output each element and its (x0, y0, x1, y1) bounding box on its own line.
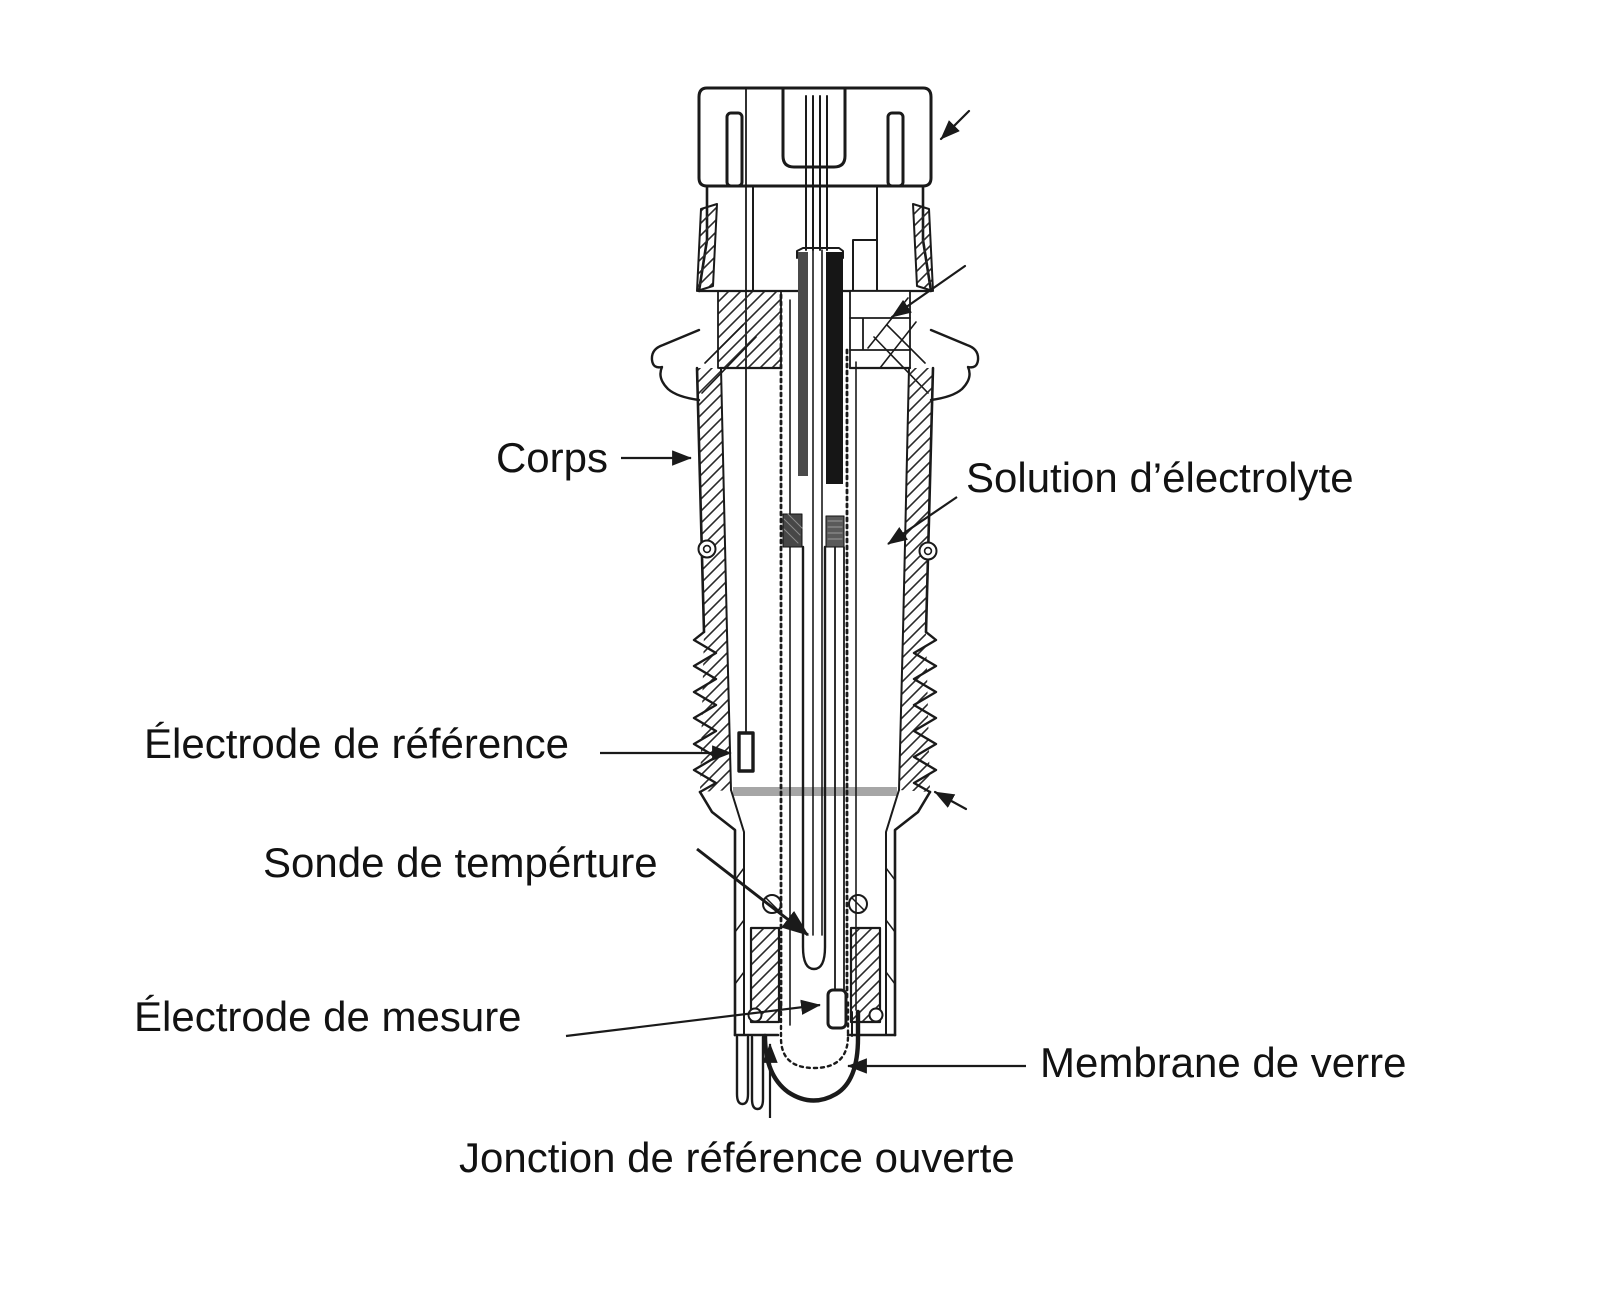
label-membrane: Membrane de verre (1040, 1039, 1407, 1086)
tip-o-ring-right (868, 1007, 884, 1023)
junction-capillary-left (735, 1035, 750, 1106)
inner-membrane-wall (779, 998, 850, 1070)
arrow-collar (890, 264, 967, 319)
label-jonction: Jonction de référence ouverte (459, 1134, 1015, 1181)
inner-assembly (737, 247, 857, 1030)
support-rod-left-rail (798, 252, 808, 476)
cable-wires (805, 95, 828, 251)
probe-drawing (650, 86, 980, 1111)
arrow-cap (939, 109, 971, 141)
shoulder-seal-band (733, 787, 897, 796)
cap-slot-right (886, 111, 905, 188)
tip-o-ring-left (747, 1007, 763, 1023)
flange-wing-right (929, 328, 980, 402)
measuring-electrode (826, 988, 848, 1030)
o-ring-right (918, 541, 938, 561)
neck-section (696, 184, 934, 293)
measuring-electrode-tube (834, 546, 845, 991)
temperature-probe-tube (801, 545, 827, 971)
label-sonde: Sonde de tempérture (263, 839, 658, 886)
o-ring-left (697, 539, 717, 559)
label-reference: Électrode de référence (144, 720, 569, 767)
leader-mesure (565, 999, 821, 1038)
support-rod-right-rail (826, 252, 843, 484)
leader-lines (565, 450, 1026, 1118)
body-walls (695, 366, 938, 634)
label-mesure: Électrode de mesure (134, 993, 522, 1040)
label-corps: Corps (496, 434, 608, 481)
leader-solution (887, 496, 958, 545)
gland-plug-left (749, 926, 781, 1024)
labels: Corps Solution d’électrolyte Électrode d… (134, 434, 1407, 1181)
cap-slot-left (725, 111, 744, 188)
threaded-section (692, 630, 938, 794)
arrow-thread (933, 790, 968, 811)
connector-cap (697, 86, 933, 251)
junction-capillary-right (750, 1035, 765, 1111)
label-solution: Solution d’électrolyte (966, 454, 1354, 501)
lower-housing (698, 787, 932, 1037)
reference-electrode (737, 731, 755, 773)
flange-wing-left (650, 328, 701, 402)
leader-sonde (696, 847, 809, 937)
pointer-arrows (890, 109, 971, 811)
